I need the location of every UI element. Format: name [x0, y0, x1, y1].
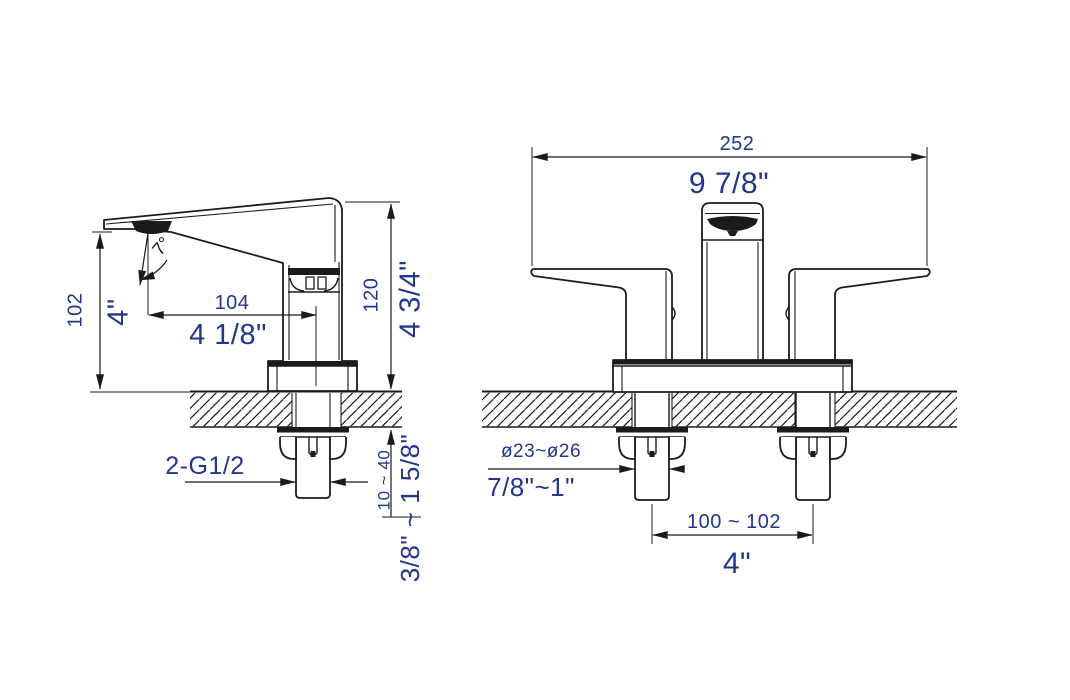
side-faucet-body [103, 197, 358, 392]
spout-reach-mm: 104 [215, 292, 250, 314]
dim-hole-spacing: 100 ~ 102 4" [651, 504, 814, 580]
front-left-shank [616, 427, 688, 501]
side-view-faucet: 7° 102 4" 104 4 1/8" 120 4 3/4" 10 ~ 4 [64, 197, 427, 583]
hole-diameter-in: 7/8"~1" [487, 472, 575, 502]
overall-height-in: 4 3/4" [395, 260, 427, 338]
front-countertop [482, 390, 957, 428]
dim-spout-reach: 104 4 1/8" [148, 292, 317, 386]
spout-height-in: 4" [103, 298, 135, 325]
spout-height-mm: 102 [64, 293, 86, 328]
overall-width-mm: 252 [720, 133, 755, 155]
front-aerator [707, 216, 758, 231]
front-right-shank [777, 427, 849, 501]
dim-spout-height: 102 4" [64, 231, 190, 393]
front-view-faucet: 252 9 7/8" ø23~ø26 7/8"~1" 100 ~ 102 4" [482, 133, 957, 580]
front-deck-plate [612, 359, 853, 393]
dim-overall-height: 120 4 3/4" [345, 201, 427, 390]
deck-thickness-in: 3/8" ~ 1 5/8" [395, 434, 425, 583]
deck-thickness-mm: 10 ~ 40 [374, 450, 393, 511]
hole-spacing-in: 4" [723, 547, 751, 580]
front-spout [701, 202, 764, 360]
side-angle-annotation: 7° [138, 232, 175, 315]
side-cartridge-collar [288, 268, 340, 293]
side-deck-base [268, 361, 357, 391]
dim-deck-thickness: 10 ~ 40 3/8" ~ 1 5/8" [374, 429, 425, 583]
overall-height-mm: 120 [360, 278, 382, 313]
overall-width-in: 9 7/8" [689, 167, 769, 200]
front-left-handle [530, 268, 676, 361]
hole-diameter-mm: ø23~ø26 [501, 441, 581, 462]
side-shank-assembly [277, 393, 349, 499]
dim-inlet-thread: 2-G1/2 [165, 452, 368, 486]
inlet-thread-label: 2-G1/2 [165, 452, 244, 480]
side-aerator [131, 221, 172, 234]
angle-label: 7° [148, 233, 174, 259]
hole-spacing-mm: 100 ~ 102 [687, 511, 781, 533]
dim-overall-width: 252 9 7/8" [531, 133, 928, 266]
spout-reach-in: 4 1/8" [189, 319, 267, 351]
side-countertop [190, 390, 402, 428]
dim-hole-diameter: ø23~ø26 7/8"~1" [487, 441, 685, 502]
front-right-handle [785, 268, 931, 361]
